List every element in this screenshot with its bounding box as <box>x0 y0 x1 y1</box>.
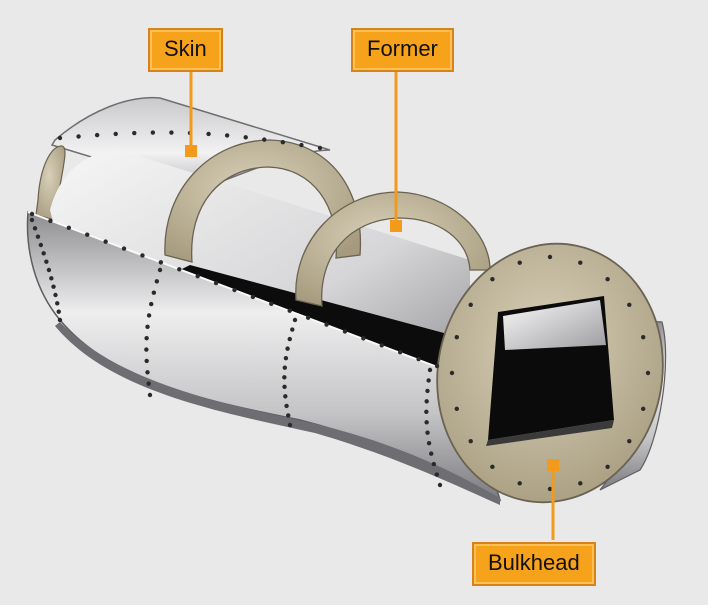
former-label: Former <box>351 28 454 72</box>
leader-lines <box>189 70 555 540</box>
bulkhead-label: Bulkhead <box>472 542 596 586</box>
leader-endpoints <box>185 145 559 471</box>
skin-label: Skin <box>148 28 223 72</box>
rear-former-ring <box>164 139 362 263</box>
rivets <box>29 130 651 492</box>
